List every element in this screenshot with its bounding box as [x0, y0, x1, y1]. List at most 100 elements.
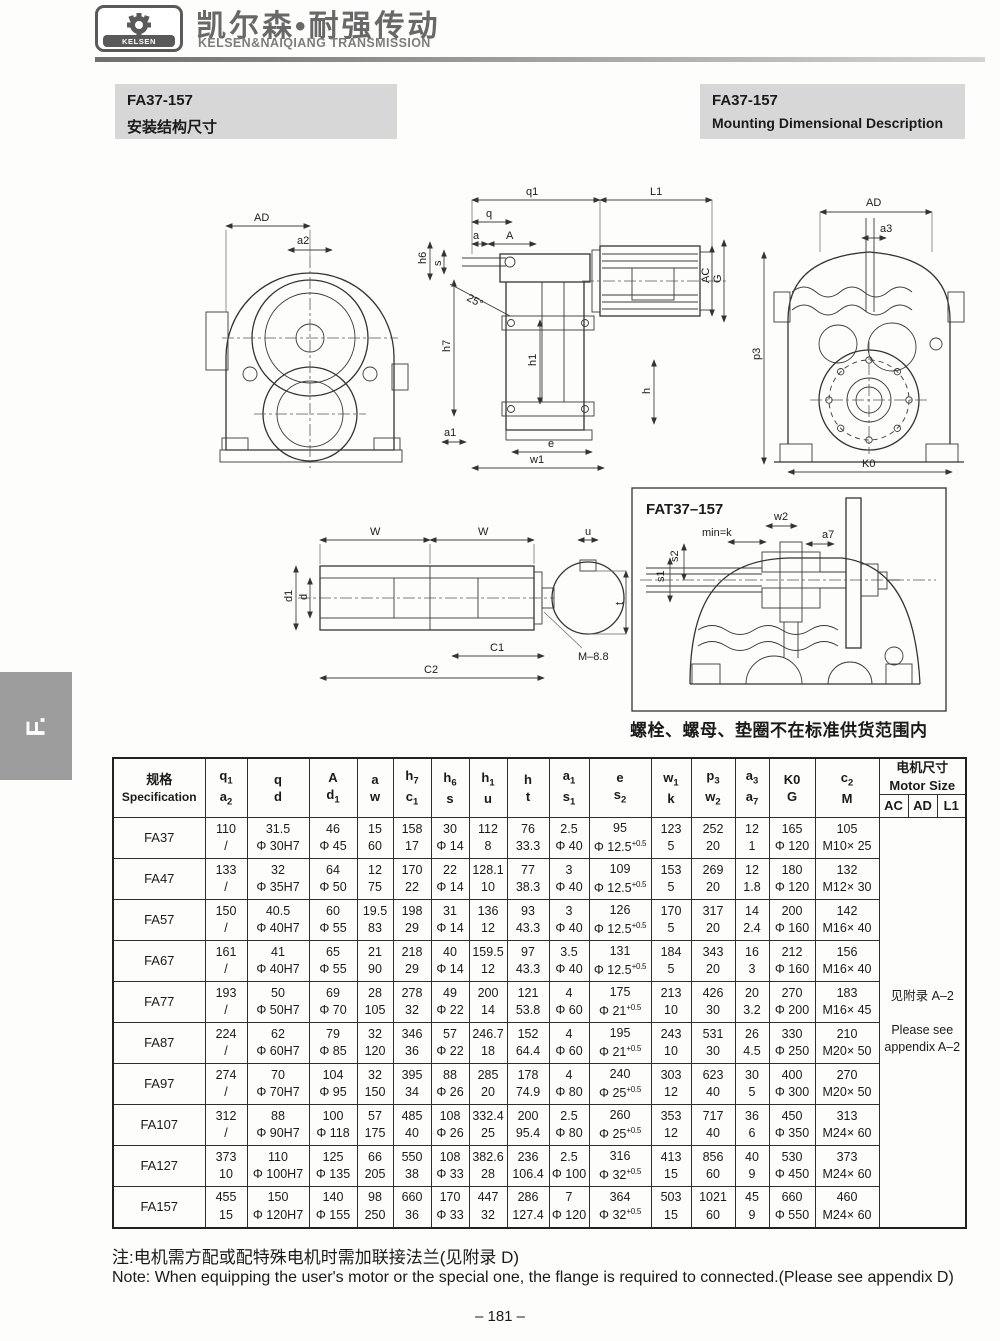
dim-label-d: d — [298, 594, 310, 600]
front-view-outline — [205, 256, 409, 468]
dim-label-c2: C2 — [424, 664, 438, 676]
value-cell: 274/ — [204, 1063, 248, 1106]
shaft-cross-section: u t — [551, 526, 629, 635]
side-view-motor — [582, 245, 726, 317]
dim-label-e: e — [548, 438, 554, 450]
dim-label-s: s — [432, 260, 444, 266]
value-cell: 110/ — [204, 817, 248, 860]
dim-label-l1: L1 — [650, 186, 662, 198]
motor-sub-column: AC — [878, 794, 909, 819]
spec-cell: FA57 — [112, 899, 206, 942]
value-cell: 150/ — [204, 899, 248, 942]
dim-label-a2: a2 — [297, 235, 309, 247]
model-range: FA37-157 — [127, 92, 193, 109]
spec-cell: FA47 — [112, 858, 206, 901]
side-view-dimensions: q1 L1 q a A h6 s 25° h7 h1 AC G h a1 — [417, 186, 727, 471]
front-view-dimensions: AD a2 — [225, 212, 333, 312]
dim-label-t: t — [614, 602, 626, 605]
dim-label-ac: AC — [700, 268, 712, 283]
brand-name-en: KELSEN&NAIQIANG TRANSMISSION — [198, 36, 431, 50]
title-en: Mounting Dimensional Description — [712, 115, 944, 131]
brand-logo: KELSEN — [95, 5, 183, 52]
value-cell: 312/ — [204, 1104, 248, 1147]
brand-name-cn: 凯尔森•耐强传动 — [196, 10, 441, 43]
spec-cell: FA157 — [112, 1186, 206, 1229]
footnote-en: Note: When equipping the user's motor or… — [112, 1269, 954, 1286]
dim-label-a1: a1 — [444, 427, 456, 439]
hollow-shaft-drawing: M–8.8 W W d1 d C1 C2 u t — [283, 526, 629, 681]
dim-label-a7: a7 — [822, 529, 834, 541]
front-view-drawing: AD a2 — [205, 212, 409, 468]
spec-cell: FA37 — [112, 817, 206, 860]
dim-label-w2: w2 — [773, 511, 788, 523]
dim-label-h7: h7 — [441, 340, 453, 352]
dim-label-h: h — [641, 388, 653, 394]
supply-scope-note: 螺栓、螺母、垫圈不在标准供货范围内 — [630, 721, 928, 740]
dim-label-a3: a3 — [880, 223, 892, 235]
